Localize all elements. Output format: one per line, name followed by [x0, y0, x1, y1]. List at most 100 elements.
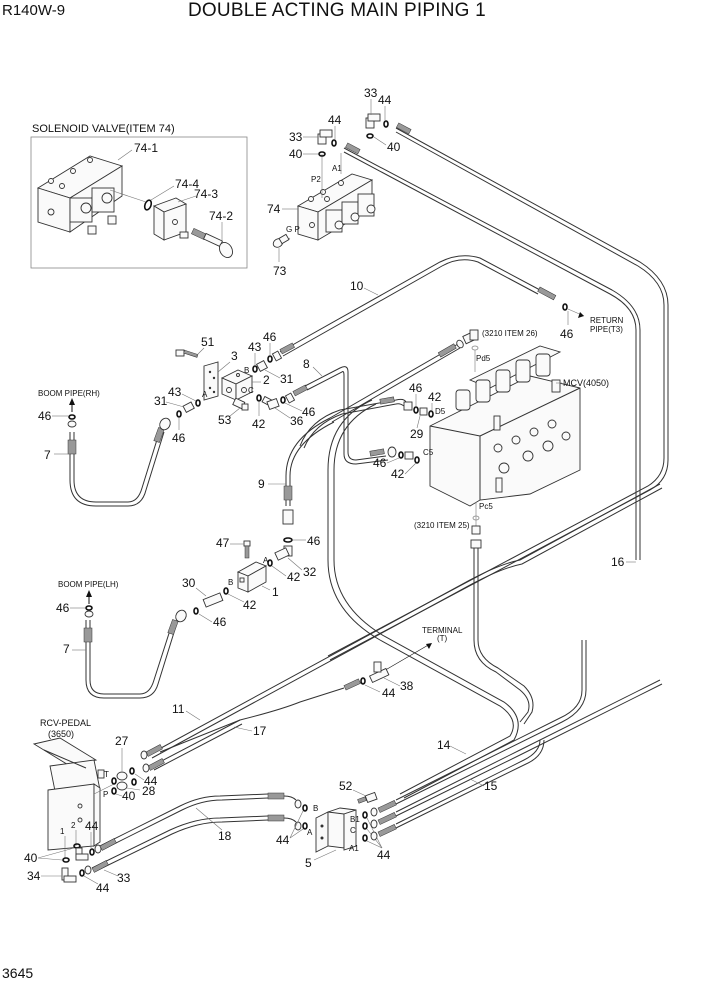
o-ring-42-b1 — [223, 587, 229, 595]
callout-44-left: 44 — [328, 113, 342, 127]
rcv-pedal-3650 — [32, 737, 105, 851]
o-ring-46-c5 — [398, 451, 404, 459]
callout-73: 73 — [273, 264, 287, 278]
o-ring-42-d5 — [428, 410, 434, 418]
port-t-rcv: T — [104, 770, 109, 779]
callout-46-lh: 46 — [56, 601, 70, 615]
callout-51: 51 — [201, 335, 215, 349]
elbow-33-rcv — [75, 847, 89, 861]
o-ring-46-c — [280, 396, 286, 404]
callout-46-b: 46 — [263, 330, 277, 344]
o-ring-44-a1 — [362, 834, 368, 842]
o-ring-42-a1 — [267, 559, 273, 567]
o-ring-74-4 — [143, 199, 153, 211]
callout-5: 5 — [305, 856, 312, 870]
port-b-block1: B — [228, 578, 233, 587]
fitting-item-25 — [471, 525, 481, 535]
port-gp: G P — [286, 225, 300, 234]
callout-53: 53 — [218, 413, 232, 427]
item26-label: (3210 ITEM 26) — [482, 329, 538, 338]
tee-38 — [368, 661, 390, 684]
model-code: R140W-9 — [2, 2, 66, 19]
callout-2: 2 — [263, 373, 270, 387]
block-5 — [315, 807, 357, 853]
port-a-block5: A — [307, 828, 313, 837]
o-ring-46-rh — [68, 414, 76, 420]
callout-46-lh-fit: 46 — [213, 615, 227, 629]
rcv-pedal-label-2: (3650) — [48, 729, 74, 739]
callout-3: 3 — [231, 349, 238, 363]
callout-32: 32 — [303, 565, 317, 579]
callout-43-a: 43 — [168, 385, 182, 399]
callout-42-c5: 42 — [391, 467, 405, 481]
o-ring-40-t — [111, 777, 117, 785]
bracket-3 — [203, 361, 219, 401]
adapter-28 — [116, 781, 128, 791]
item25-label: (3210 ITEM 25) — [414, 521, 470, 530]
fitting-73 — [272, 233, 290, 248]
callout-46-c: 46 — [302, 405, 316, 419]
callout-33-rcv: 33 — [117, 871, 131, 885]
callout-40-right: 40 — [387, 140, 401, 154]
callout-44-rcv-bottom: 44 — [96, 881, 110, 895]
port-a1-top: A1 — [332, 164, 342, 173]
fitting-item-26 — [462, 329, 479, 345]
callout-10: 10 — [350, 279, 364, 293]
elbow-fitting-33-right — [365, 113, 381, 129]
solenoid-valve-inset: SOLENOID VALVE(ITEM 74) 74-1 74-4 — [30, 123, 248, 269]
terminal-arrow-icon — [426, 643, 432, 649]
mcv-label: MCV(4050) — [563, 378, 609, 388]
port-a1-block5: A1 — [349, 844, 359, 853]
callout-7-rh: 7 — [44, 448, 51, 462]
callout-7-lh: 7 — [63, 642, 70, 656]
o-ring-44-right — [383, 120, 389, 128]
callout-8: 8 — [303, 357, 310, 371]
callout-11: 11 — [172, 702, 185, 716]
callout-30: 30 — [182, 576, 196, 590]
callout-46-c5: 46 — [373, 456, 387, 470]
callout-74: 74 — [267, 202, 281, 216]
callout-31-a: 31 — [154, 394, 168, 408]
callout-34: 34 — [27, 869, 41, 883]
o-ring-44-38 — [360, 677, 366, 685]
boom-pipe-lh-label: BOOM PIPE(LH) — [58, 580, 119, 589]
callout-44-right: 44 — [378, 93, 392, 107]
adapter-30 — [202, 592, 224, 608]
callout-16: 16 — [611, 555, 625, 569]
callout-17: 17 — [253, 724, 267, 738]
return-pipe-label-1: RETURN — [590, 316, 624, 325]
o-ring-44-left — [331, 139, 337, 147]
o-ring-40-p — [111, 787, 117, 795]
callout-27: 27 — [115, 734, 129, 748]
o-ring-40-1 — [62, 857, 70, 863]
port-2-rcv: 2 — [71, 821, 76, 830]
o-ring-44-c — [362, 822, 368, 830]
callout-44-38: 44 — [382, 686, 396, 700]
callout-29: 29 — [410, 427, 424, 441]
callout-46-return: 46 — [560, 327, 574, 341]
port-1-rcv: 1 — [60, 827, 65, 836]
callout-18: 18 — [218, 829, 232, 843]
callout-44-b5-left: 44 — [276, 833, 290, 847]
port-c-block5: C — [350, 826, 356, 835]
boom-pipe-rh-arrow-icon — [69, 398, 75, 405]
adapter-31-a — [182, 401, 195, 414]
callout-9: 9 — [258, 477, 265, 491]
port-d5: D5 — [435, 407, 446, 416]
port-pd5: Pd5 — [476, 354, 491, 363]
o-ring-46-a — [176, 410, 182, 418]
callout-44-b5-right: 44 — [377, 848, 391, 862]
port-a-block1: A — [263, 556, 269, 565]
callout-74-2: 74-2 — [209, 209, 233, 223]
port-b-block5: B — [313, 804, 318, 813]
fitting-52 — [357, 791, 378, 804]
callout-40-rcv-bottom: 40 — [24, 851, 38, 865]
o-ring-44-rcv-2 — [89, 848, 95, 856]
bolt-51 — [175, 349, 199, 358]
callout-46-rh: 46 — [38, 409, 52, 423]
o-ring-46-lh-fit — [193, 607, 199, 615]
o-ring-43-a — [195, 399, 201, 407]
callout-42-a1: 42 — [287, 570, 301, 584]
bolt-53 — [232, 397, 249, 411]
